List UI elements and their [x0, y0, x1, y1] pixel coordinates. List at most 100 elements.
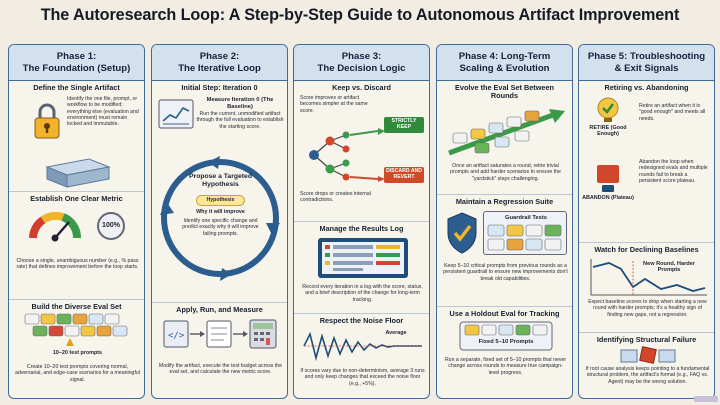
section-heading: Establish One Clear Metric	[30, 194, 123, 203]
noise-floor-text: If scores vary due to non-determinism, a…	[300, 368, 425, 387]
svg-text:</>: </>	[168, 331, 185, 341]
discard-condition-text: Score drops or creates internal contradi…	[300, 191, 371, 204]
hypothesis-heading: Propose a Targeted Hypothesis	[189, 173, 252, 188]
rising-prompts-icon	[448, 109, 565, 156]
keep-tag: STRICTLY KEEP	[384, 117, 424, 133]
phase-4-title-line1: Phase 4: Long-Term	[458, 51, 551, 63]
holdout-prompts-icon	[459, 321, 553, 351]
watermark-logo	[694, 396, 718, 402]
declining-baselines-section: Watch for Declining Baselines New Round,…	[579, 243, 714, 333]
structural-failure-text: If root cause analysis keeps pointing to…	[585, 366, 710, 385]
section-heading: Watch for Declining Baselines	[594, 245, 699, 254]
phase-2-title-line1: Phase 2:	[199, 51, 240, 63]
abandon-text: Abandon the loop when redesigned evals a…	[639, 159, 708, 185]
eval-set-caption: 10–20 test prompts	[52, 350, 103, 356]
keep-condition-text: Score improves or artifact becomes simpl…	[300, 95, 368, 114]
holdout-eval-text: Run a separate, fixed set of 5–10 prompt…	[444, 357, 567, 376]
results-log-section: Manage the Results Log Record every iter…	[294, 222, 429, 314]
phase-2-column: Phase 2: The Iterative Loop Initial Step…	[151, 44, 288, 399]
holdout-eval-section: Use a Holdout Eval for Tracking Fixed 5–…	[437, 307, 572, 398]
phase-3-column: Phase 3: The Decision Logic Keep vs. Dis…	[293, 44, 430, 399]
page-title: The Autoresearch Loop: A Step-by-Step Gu…	[40, 6, 680, 24]
clear-metric-text: Choose a single, unambiguous number (e.g…	[16, 258, 139, 271]
baseline-subheading: Measure Iteration 0 (The Baseline)	[206, 97, 274, 110]
phase-5-column: Phase 5: Troubleshooting & Exit Signals …	[578, 44, 715, 399]
phase-4-header: Phase 4: Long-Term Scaling & Evolution	[437, 45, 572, 81]
results-log-icon	[318, 238, 408, 278]
locked-block-icon	[45, 158, 111, 188]
section-heading: Keep vs. Discard	[332, 83, 391, 92]
iteration-zero-section: Initial Step: Iteration 0 Measure Iterat…	[152, 81, 287, 303]
section-heading: Apply, Run, and Measure	[176, 305, 263, 314]
phase-3-title-line2: The Decision Logic	[317, 62, 406, 74]
percent-badge: 100%	[97, 212, 125, 240]
phase-1-header: Phase 1: The Foundation (Setup)	[9, 45, 144, 81]
measure-chart-icon	[158, 99, 194, 129]
phase-1-title-line1: Phase 1:	[56, 51, 97, 63]
evolve-eval-text: Once an artifact saturates a round, reti…	[450, 163, 561, 182]
prompt-cards-icon	[24, 313, 128, 346]
section-heading: Initial Step: Iteration 0	[181, 83, 258, 92]
regression-suite-section: Maintain a Regression Suite Guardrail Te…	[437, 195, 572, 307]
gauge-icon	[29, 211, 81, 242]
keep-discard-section: Keep vs. Discard Score improves or artif…	[294, 81, 429, 222]
hypothesis-text: Identify one specific change and predict…	[182, 218, 259, 237]
hypothesis-badge-label: Hypothesis	[206, 197, 235, 203]
clear-metric-section: Establish One Clear Metric 100% Choose a…	[9, 192, 144, 300]
hypothesis-badge: Hypothesis	[196, 195, 245, 206]
phase-5-title-line2: & Exit Signals	[614, 62, 679, 74]
apply-run-measure-icon: </>	[163, 319, 277, 349]
retire-abandon-section: Retiring vs. Abandoning RETIRE (Good Eno…	[579, 81, 714, 243]
decision-tree-icon	[309, 128, 385, 182]
structural-failure-section: Identifying Structural Failure If root c…	[579, 333, 714, 398]
declining-baselines-text: Expect baseline scores to drop when star…	[588, 299, 707, 318]
section-heading: Retiring vs. Abandoning	[604, 83, 689, 92]
phase-1-column: Phase 1: The Foundation (Setup) Define t…	[8, 44, 145, 399]
section-heading: Define the Single Artifact	[33, 83, 120, 92]
phase-3-header: Phase 3: The Decision Logic	[294, 45, 429, 81]
noise-wave-icon	[303, 331, 422, 362]
retire-label: RETIRE (Good Enough)	[589, 125, 627, 138]
eval-set-section: Build the Diverse Eval Set 10–20 test pr…	[9, 300, 144, 398]
test-cards-icon	[487, 224, 562, 251]
average-label: Average	[385, 330, 407, 336]
guardrail-tests-label: Guardrail Tests	[504, 215, 548, 221]
declining-chart-icon	[590, 259, 707, 296]
results-log-text: Record every iteration in a log with the…	[302, 284, 423, 303]
retire-trophy-icon	[597, 97, 619, 122]
holdout-label: Fixed 5–10 Prompts	[478, 339, 534, 345]
apply-run-text: Modify the artifact, execute the test bu…	[158, 363, 283, 376]
percent-badge-label: 100%	[102, 222, 120, 229]
noise-floor-section: Respect the Noise Floor Average If score…	[294, 314, 429, 398]
section-heading: Identifying Structural Failure	[596, 335, 697, 344]
abandon-label: ABANDON (Plateau)	[582, 195, 634, 201]
section-heading: Respect the Noise Floor	[319, 316, 404, 325]
discard-tag: DISCARD AND REVERT	[384, 167, 424, 183]
section-heading: Build the Diverse Eval Set	[31, 302, 122, 311]
define-artifact-text: Identify the one file, prompt, or workfl…	[67, 96, 139, 128]
hypothesis-subheading: Why it will improve	[196, 209, 245, 215]
phase-2-header: Phase 2: The Iterative Loop	[152, 45, 287, 81]
section-heading: Use a Holdout Eval for Tracking	[449, 309, 560, 318]
section-heading: Maintain a Regression Suite	[455, 197, 554, 206]
section-heading: Evolve the Eval Set Between Rounds	[455, 83, 554, 101]
eval-set-text: Create 10–20 test prompts covering norma…	[15, 364, 140, 383]
loop-cycle-icon	[160, 156, 280, 281]
new-round-label: New Round, Harder Prompts	[643, 261, 695, 274]
define-artifact-section: Define the Single Artifact Identify the …	[9, 81, 144, 192]
retire-text: Retire an artifact when it is "good enou…	[639, 103, 706, 122]
phase-5-header: Phase 5: Troubleshooting & Exit Signals	[579, 45, 714, 81]
evolve-eval-section: Evolve the Eval Set Between Rounds Once …	[437, 81, 572, 195]
baseline-text: Run the current, unmodified artifact thr…	[196, 111, 284, 130]
shield-check-icon	[447, 212, 477, 254]
phase-1-title-line2: The Foundation (Setup)	[22, 62, 131, 74]
phase-2-title-line2: The Iterative Loop	[178, 62, 261, 74]
lock-icon	[34, 103, 60, 139]
phase-3-title-line1: Phase 3:	[341, 51, 382, 63]
phase-5-title-line1: Phase 5: Troubleshooting	[587, 51, 706, 63]
broken-blocks-icon	[620, 346, 676, 364]
apply-run-section: Apply, Run, and Measure </> Modify the a…	[152, 303, 287, 398]
phase-4-title-line2: Scaling & Evolution	[459, 62, 550, 74]
abandon-flag-icon	[597, 165, 619, 192]
phase-4-column: Phase 4: Long-Term Scaling & Evolution E…	[436, 44, 573, 399]
